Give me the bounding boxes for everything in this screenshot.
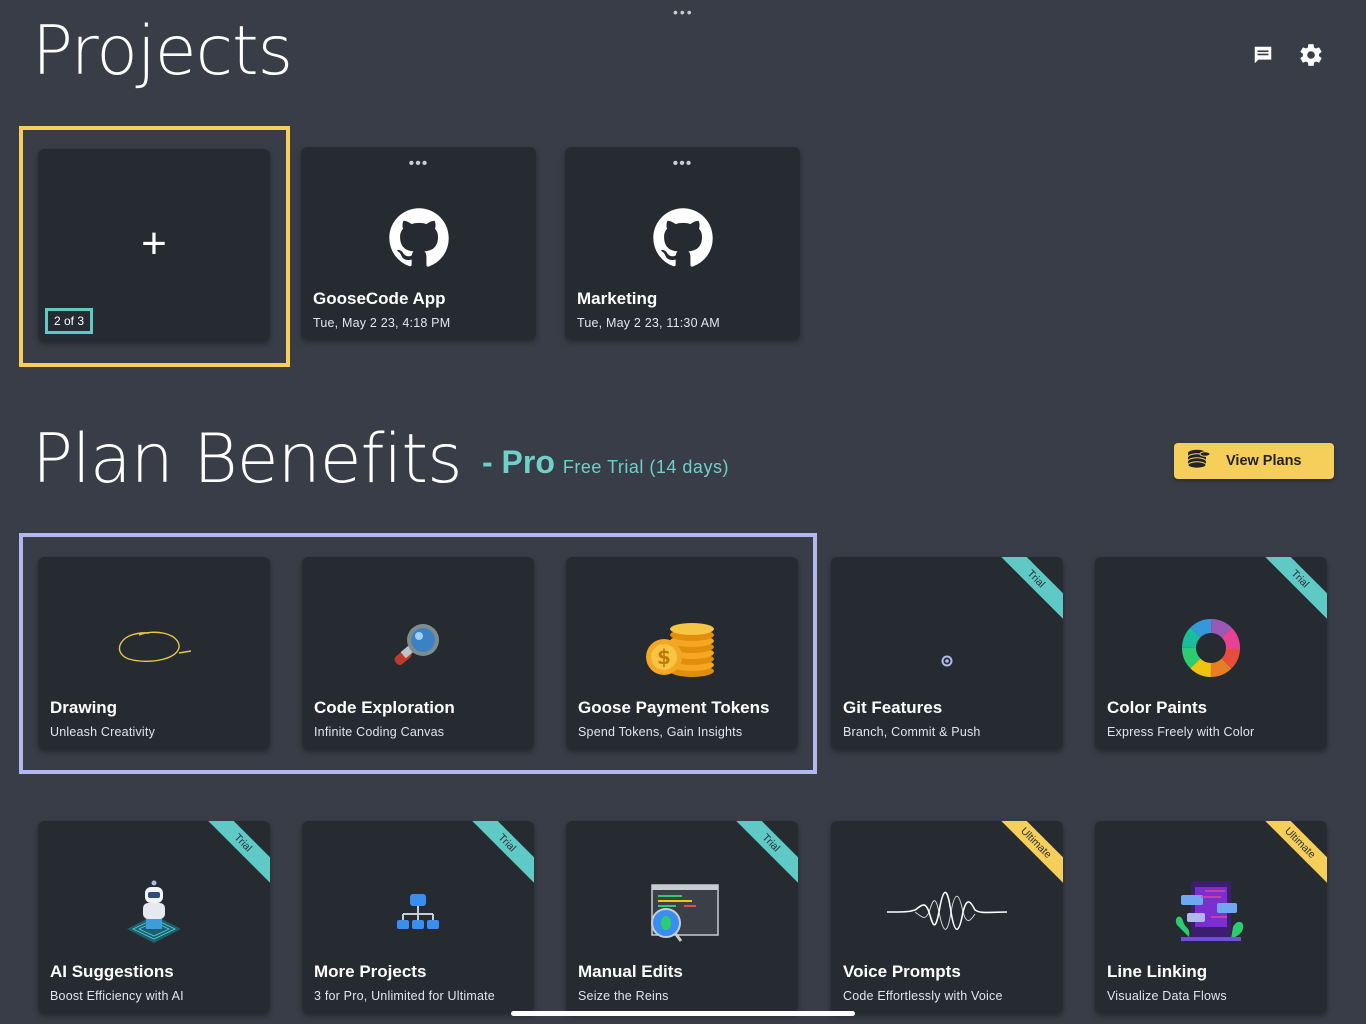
project-card-goosecode[interactable]: ••• GooseCode App Tue, May 2 23, 4:18 PM (301, 147, 536, 339)
bug-inspect-icon (566, 857, 798, 967)
benefit-subtitle: Spend Tokens, Gain Insights (578, 725, 743, 739)
view-plans-button[interactable]: View Plans (1174, 443, 1334, 479)
project-menu-button[interactable]: ••• (408, 155, 429, 172)
github-icon (301, 183, 536, 293)
window-drag-handle[interactable]: ••• (673, 4, 694, 20)
benefit-card-color-paints[interactable]: Trial Color Paints Express Freely with C… (1095, 557, 1327, 749)
benefit-card-ai-suggestions[interactable]: Trial AI Suggestions Boost Efficiency wi… (38, 821, 270, 1013)
data-flow-icon (1095, 857, 1327, 967)
benefit-title: More Projects (314, 962, 427, 981)
benefit-subtitle: Code Effortlessly with Voice (843, 989, 1003, 1003)
robot-icon (38, 857, 270, 967)
benefit-subtitle: Unleash Creativity (50, 725, 156, 739)
git-icon (831, 607, 1063, 717)
coins-stack-icon (1186, 447, 1212, 475)
project-date: Tue, May 2 23, 4:18 PM (313, 316, 451, 330)
view-plans-label: View Plans (1226, 453, 1302, 469)
benefit-card-payment-tokens[interactable]: $ Goose Payment Tokens Spend Tokens, Gai… (566, 557, 798, 749)
benefit-card-more-projects[interactable]: Trial More Projects 3 for Pro, Unlimited… (302, 821, 534, 1013)
benefit-title: Manual Edits (578, 962, 683, 981)
gear-icon[interactable] (1298, 42, 1324, 68)
hierarchy-icon (302, 857, 534, 967)
benefit-subtitle: Seize the Reins (578, 989, 669, 1003)
benefit-title: Voice Prompts (843, 962, 961, 981)
benefit-subtitle: Visualize Data Flows (1107, 989, 1227, 1003)
project-name: GooseCode App (313, 289, 446, 308)
plus-icon: + (141, 219, 167, 268)
new-project-card[interactable]: + 2 of 3 (38, 149, 270, 341)
benefit-card-manual-edits[interactable]: Trial Manual Edits Seize the Reins (566, 821, 798, 1013)
benefit-card-code-exploration[interactable]: Code Exploration Infinite Coding Canvas (302, 557, 534, 749)
benefit-title: Code Exploration (314, 698, 455, 717)
project-card-marketing[interactable]: ••• Marketing Tue, May 2 23, 11:30 AM (565, 147, 800, 339)
benefit-title: Goose Payment Tokens (578, 698, 770, 717)
benefit-subtitle: 3 for Pro, Unlimited for Ultimate (314, 989, 495, 1003)
github-icon (565, 183, 800, 293)
chat-icon[interactable] (1250, 42, 1276, 68)
benefit-subtitle: Infinite Coding Canvas (314, 725, 445, 739)
plan-label: - Pro Free Trial (14 days) (482, 444, 729, 481)
benefit-card-line-linking[interactable]: Ultimate Line Linking Visualize Data Flo… (1095, 821, 1327, 1013)
waveform-icon (831, 857, 1063, 967)
scribble-icon (38, 593, 270, 703)
benefit-subtitle: Boost Efficiency with AI (50, 989, 184, 1003)
page-title: Projects (32, 12, 293, 91)
benefit-title: AI Suggestions (50, 962, 174, 981)
project-date: Tue, May 2 23, 11:30 AM (577, 316, 720, 330)
project-menu-button[interactable]: ••• (672, 155, 693, 172)
benefit-title: Drawing (50, 698, 118, 717)
benefit-card-git-features[interactable]: Trial Git Features Branch, Commit & Push (831, 557, 1063, 749)
benefit-subtitle: Express Freely with Color (1107, 725, 1255, 739)
plan-trial-status: Free Trial (14 days) (562, 457, 729, 477)
project-count-badge: 2 of 3 (45, 308, 94, 334)
benefit-subtitle: Branch, Commit & Push (843, 725, 981, 739)
svg-text:$: $ (657, 645, 671, 669)
color-wheel-icon (1095, 593, 1327, 703)
benefit-title: Line Linking (1107, 962, 1208, 981)
coins-icon: $ (566, 593, 798, 703)
magnifier-icon (302, 593, 534, 703)
plan-name: - Pro (482, 444, 555, 480)
header-actions (1250, 42, 1324, 68)
project-name: Marketing (577, 289, 658, 308)
benefit-card-drawing[interactable]: Drawing Unleash Creativity (38, 557, 270, 749)
home-indicator[interactable] (511, 1011, 855, 1016)
plan-benefits-title: Plan Benefits (32, 420, 462, 499)
benefit-title: Git Features (843, 698, 943, 717)
benefit-card-voice-prompts[interactable]: Ultimate Voice Prompts Code Effortlessly… (831, 821, 1063, 1013)
benefit-title: Color Paints (1107, 698, 1208, 717)
